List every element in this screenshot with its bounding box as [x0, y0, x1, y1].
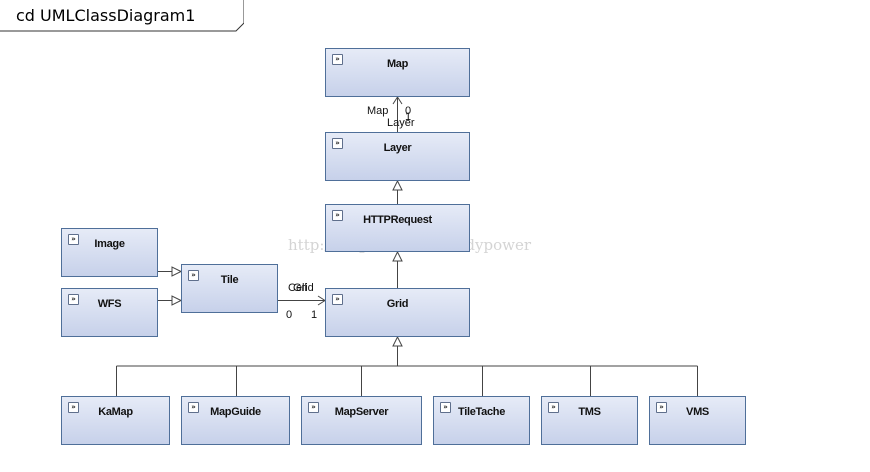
role-label-layer: Layer — [387, 117, 415, 129]
multiplicity-tile: 0 — [286, 309, 293, 321]
expand-toggle-icon[interactable]: » — [332, 294, 343, 305]
class-tms[interactable]: » TMS — [541, 396, 638, 445]
class-name-vms: VMS — [686, 406, 709, 418]
class-mapguide[interactable]: » MapGuide — [181, 396, 290, 445]
expand-toggle-icon[interactable]: » — [332, 54, 343, 65]
expand-toggle-icon[interactable]: » — [308, 402, 319, 413]
class-name-grid: Grid — [386, 298, 409, 310]
class-image[interactable]: » Image — [61, 228, 158, 277]
diagram-frame-title: cd UMLClassDiagram1 — [16, 6, 196, 25]
class-name-image: Image — [94, 238, 125, 250]
role-label-map: Map — [367, 105, 389, 117]
class-mapserver[interactable]: » MapServer — [301, 396, 422, 445]
class-name-layer: Layer — [383, 142, 412, 154]
expand-toggle-icon[interactable]: » — [548, 402, 559, 413]
expand-toggle-icon[interactable]: » — [68, 294, 79, 305]
role-label-grid: Grid — [293, 282, 314, 294]
class-name-tms: TMS — [578, 406, 601, 418]
class-tiletache[interactable]: » TileTache — [433, 396, 530, 445]
expand-toggle-icon[interactable]: » — [188, 270, 199, 281]
class-name-httprequest: HTTPRequest — [363, 214, 432, 226]
expand-toggle-icon[interactable]: » — [332, 210, 343, 221]
class-name-map: Map — [386, 58, 409, 70]
role-label-cell: Cell — [288, 282, 307, 294]
class-name-wfs: WFS — [97, 298, 122, 310]
class-grid[interactable]: » Grid — [325, 288, 470, 337]
multiplicity-grid: 1 — [311, 309, 318, 321]
association-arrowhead-map — [392, 96, 403, 105]
multiplicity-layer: 1 — [405, 111, 412, 123]
generalization-arrowhead-tile-from-image — [171, 266, 183, 277]
expand-toggle-icon[interactable]: » — [656, 402, 667, 413]
expand-toggle-icon[interactable]: » — [440, 402, 451, 413]
generalization-arrowhead-httprequest — [392, 250, 403, 262]
class-kamap[interactable]: » KaMap — [61, 396, 170, 445]
expand-toggle-icon[interactable]: » — [68, 234, 79, 245]
class-wfs[interactable]: » WFS — [61, 288, 158, 337]
multiplicity-map: 0 — [405, 105, 412, 117]
class-map[interactable]: » Map — [325, 48, 470, 97]
class-name-mapguide: MapGuide — [210, 406, 261, 418]
generalization-arrowhead-grid — [392, 335, 403, 347]
class-vms[interactable]: » VMS — [649, 396, 746, 445]
expand-toggle-icon[interactable]: » — [68, 402, 79, 413]
class-name-kamap: KaMap — [98, 406, 133, 418]
expand-toggle-icon[interactable]: » — [332, 138, 343, 149]
generalization-arrowhead-layer — [392, 179, 403, 191]
class-layer[interactable]: » Layer — [325, 132, 470, 181]
expand-toggle-icon[interactable]: » — [188, 402, 199, 413]
class-name-tile: Tile — [220, 274, 239, 286]
class-httprequest[interactable]: » HTTPRequest — [325, 204, 470, 252]
generalization-arrowhead-tile-from-wfs — [171, 295, 183, 306]
class-name-tiletache: TileTache — [457, 406, 506, 418]
class-name-mapserver: MapServer — [334, 406, 389, 418]
class-tile[interactable]: » Tile — [181, 264, 278, 313]
